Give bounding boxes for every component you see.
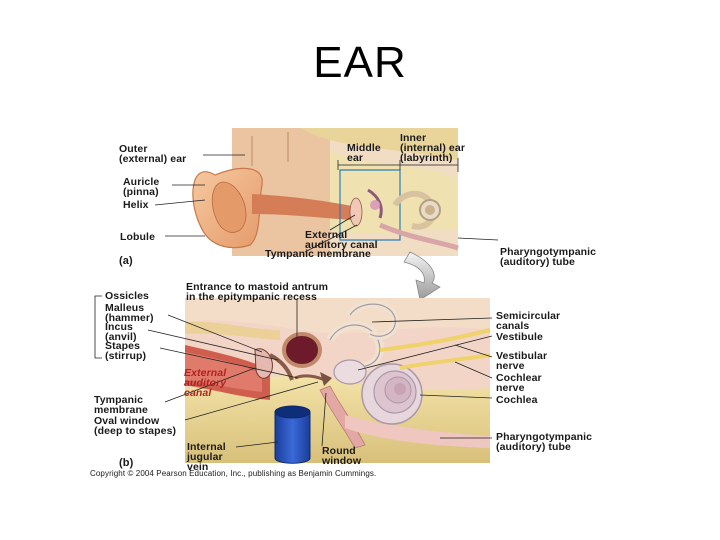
label-internal-jugular: Internal jugular vein <box>187 441 226 473</box>
label-lobule: Lobule <box>120 231 156 243</box>
panel-a-tag: (a) <box>119 255 133 267</box>
label-entrance-mastoid: Entrance to mastoid antrum in the epitym… <box>186 281 329 303</box>
label-vestibule: Vestibule <box>496 331 544 343</box>
label-cochlea: Cochlea <box>496 394 538 406</box>
label-auricle: Auricle (pinna) <box>123 176 160 198</box>
panel-b-leader-lines <box>94 295 493 448</box>
label-middle-ear: Middle ear <box>347 142 381 164</box>
label-semicircular-canals: Semicircular canals <box>496 310 561 332</box>
label-inner-ear: Inner (internal) ear (labyrinth) <box>400 132 465 164</box>
label-stapes: Stapes (stirrup) <box>105 340 147 362</box>
label-malleus: Malleus (hammer) <box>105 302 154 324</box>
label-tympanic-membrane-a: Tympanic membrane <box>265 248 371 260</box>
label-helix: Helix <box>123 199 149 211</box>
label-pharyngotympanic-b: Pharyngotympanic (auditory) tube <box>496 431 593 453</box>
label-outer-ear: Outer (external) ear <box>119 143 187 165</box>
cochlea-shape <box>361 363 423 425</box>
label-ossicles: Ossicles <box>105 290 149 302</box>
label-round-window: Round window <box>322 445 362 467</box>
label-cochlear-nerve: Cochlear nerve <box>496 372 542 394</box>
slide-title: EAR <box>313 38 407 87</box>
connector-arrow <box>403 251 441 301</box>
label-tympanic-membrane-b: Tympanic membrane <box>94 394 148 416</box>
panel-b-tag: (b) <box>119 457 134 469</box>
label-vestibular-nerve: Vestibular nerve <box>496 350 548 372</box>
copyright-notice: Copyright © 2004 Pearson Education, Inc.… <box>90 469 377 478</box>
label-pharyngotympanic-a: Pharyngotympanic (auditory) tube <box>500 246 597 268</box>
panel-a-illustration <box>192 128 459 256</box>
label-oval-window: Oval window (deep to stapes) <box>94 415 177 437</box>
label-external-canal-a: External auditory canal <box>305 229 378 251</box>
label-external-canal-b: External auditory canal <box>184 367 227 399</box>
panel-b-illustration <box>185 298 491 464</box>
label-incus: Incus (anvil) <box>105 321 137 343</box>
panel-a-leader-lines <box>154 154 499 253</box>
